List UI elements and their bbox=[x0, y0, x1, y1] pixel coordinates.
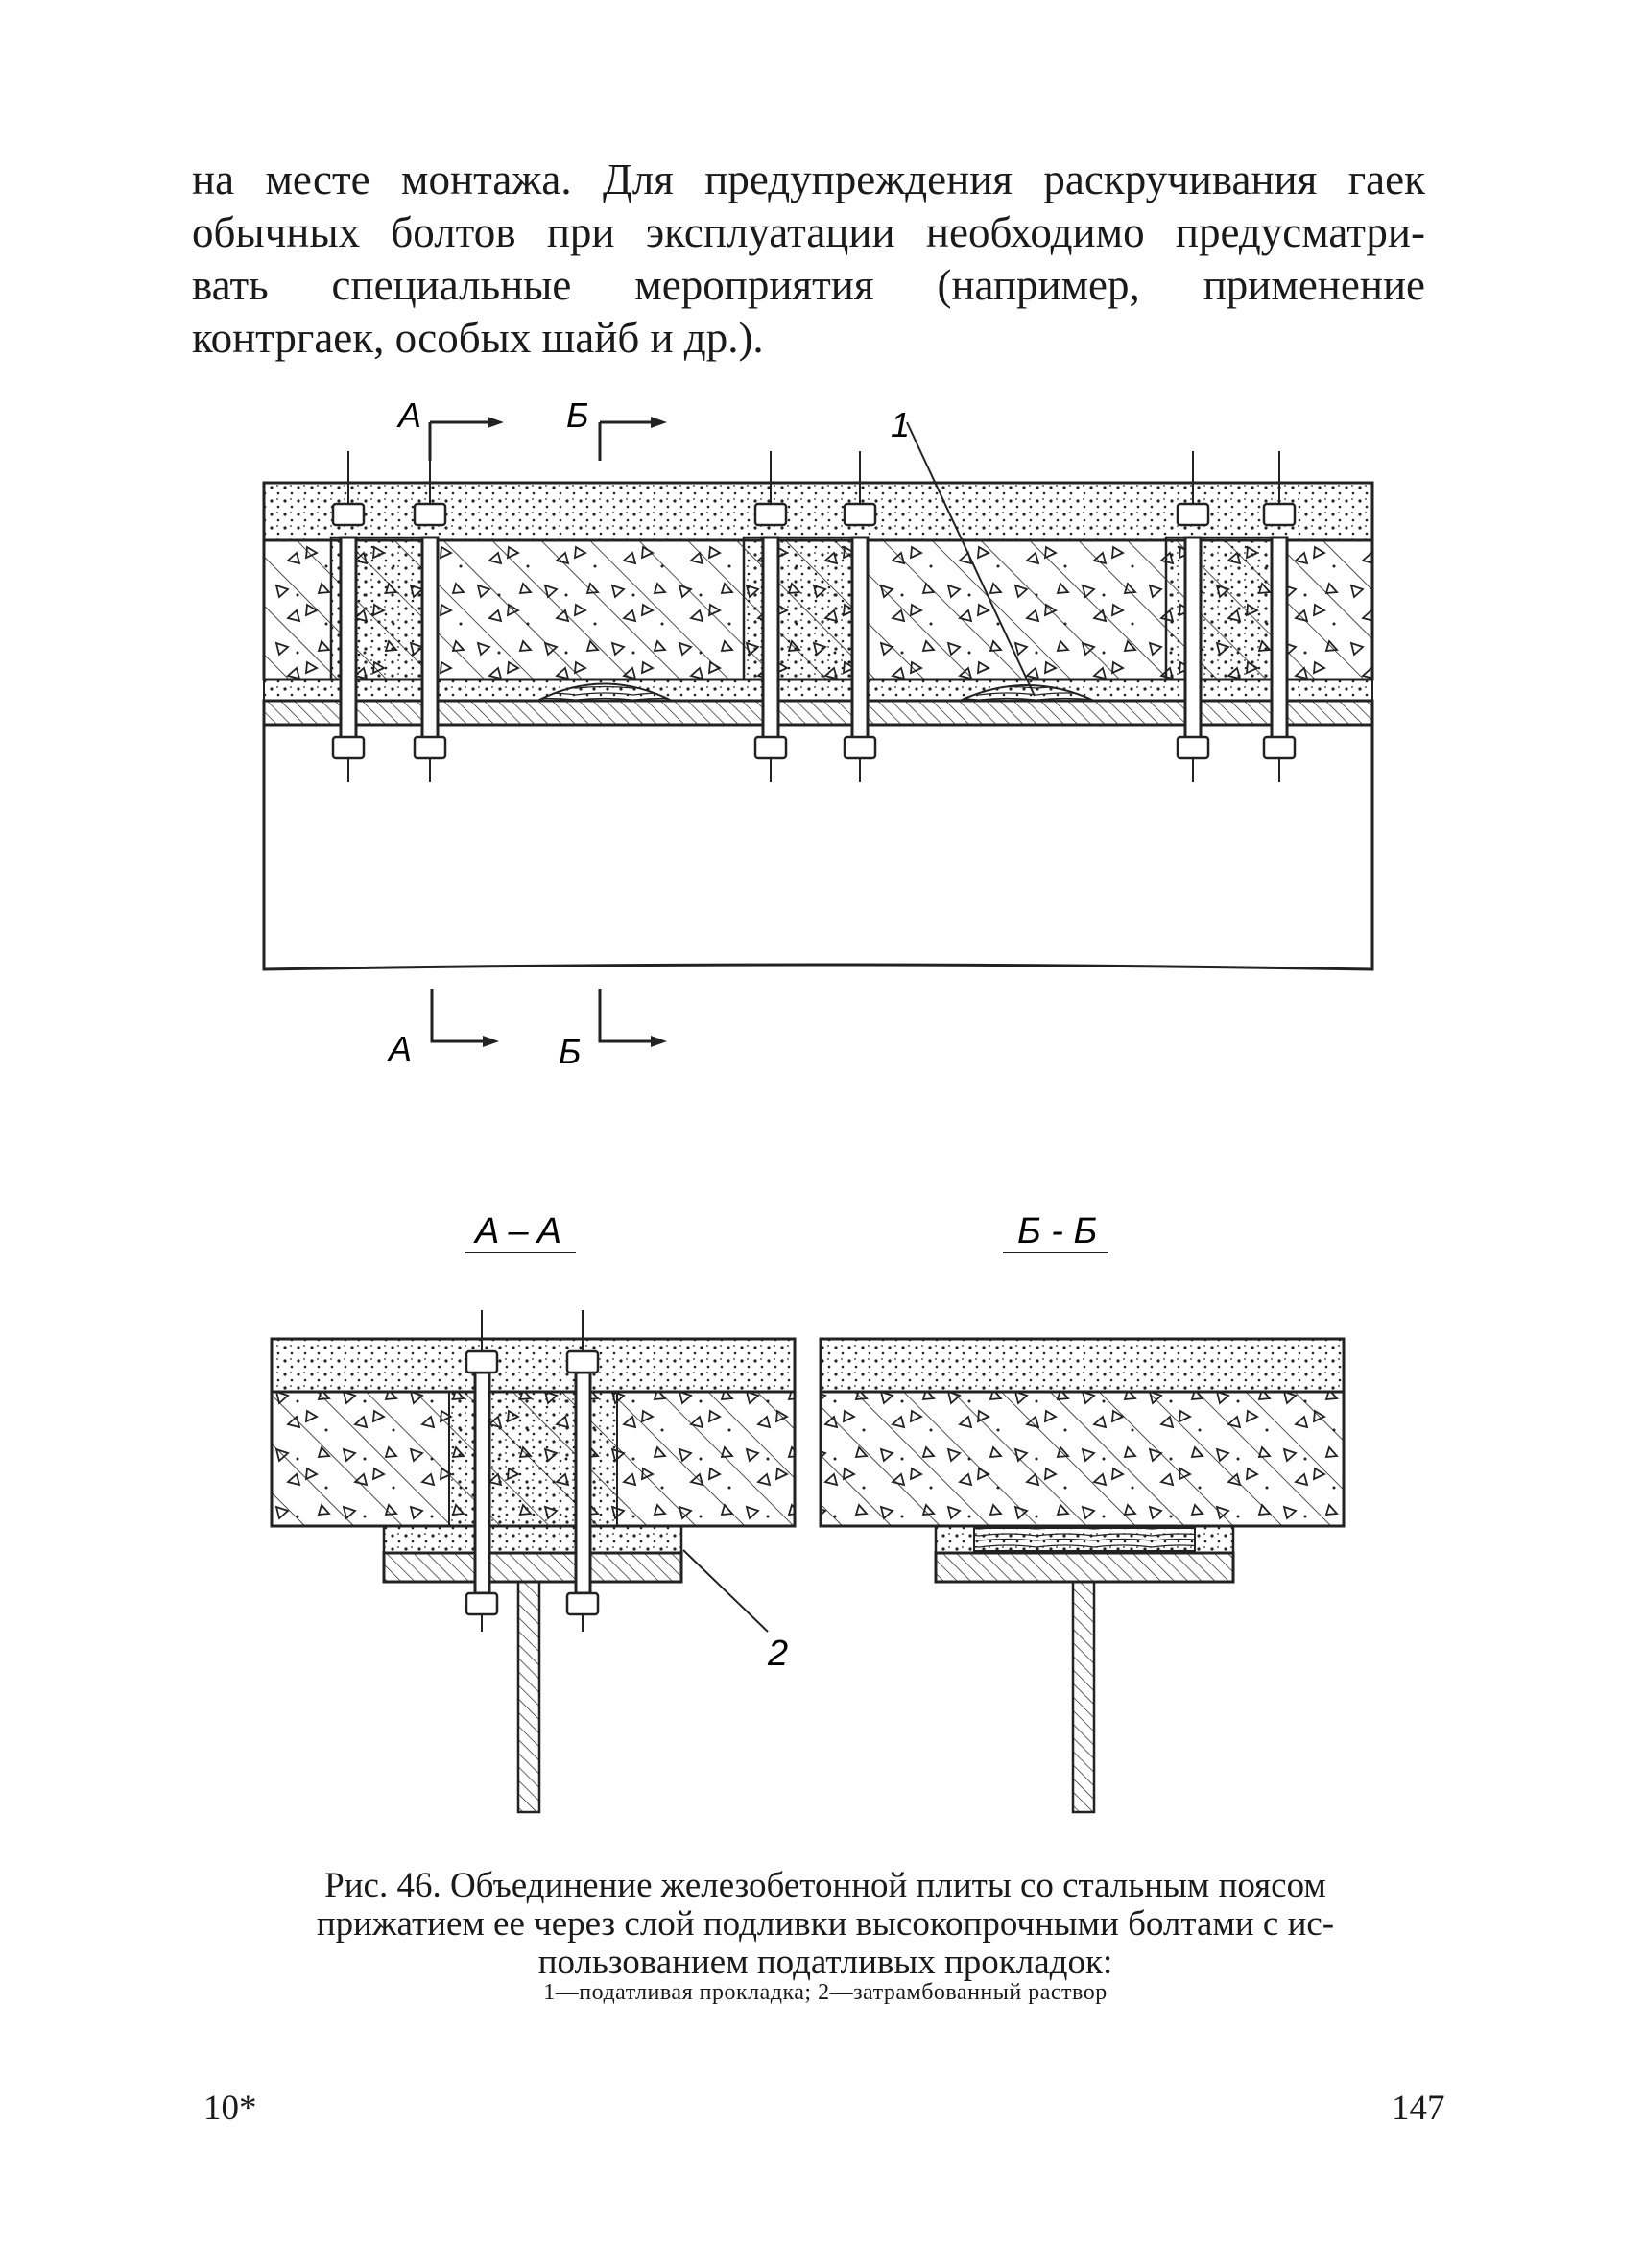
body-line: контргаек, особых шайб и др.). bbox=[192, 314, 764, 362]
body-line: обычных болтов при эксплуатации необходи… bbox=[192, 208, 1425, 256]
signature-mark: 10* bbox=[203, 2089, 257, 2128]
body-line: на месте монтажа. Для предупреждения рас… bbox=[192, 155, 1425, 203]
caption-line: Рис. 46. Объединение железобетонной плит… bbox=[324, 1866, 1326, 1905]
body-paragraph: на месте монтажа. Для предупреждения рас… bbox=[192, 154, 1425, 365]
section-mark-b-bottom: Б bbox=[559, 1032, 581, 1071]
callout-1: 1 bbox=[891, 405, 910, 444]
page-number: 147 bbox=[1392, 2089, 1445, 2128]
callout-2: 2 bbox=[767, 1634, 788, 1674]
figure-legend: 1—податливая прокладка; 2—затрамбованный… bbox=[543, 1980, 1108, 2005]
section-mark-a-bottom: A bbox=[387, 1029, 412, 1068]
figure-caption: Рис. 46. Объединение железобетонной плит… bbox=[259, 1867, 1392, 1982]
top-drawing: A Б 1 A Б bbox=[262, 395, 1374, 1071]
section-aa-drawing: 2 bbox=[270, 1310, 797, 1814]
section-title-bb: Б - Б bbox=[1017, 1211, 1097, 1252]
section-mark-b-top: Б bbox=[566, 395, 588, 435]
section-mark-a-top: A bbox=[396, 395, 421, 435]
caption-line: прижатием ее через слой подливки высокоп… bbox=[316, 1904, 1335, 1944]
section-title-aa: A – A bbox=[473, 1211, 561, 1252]
caption-line: пользованием податливых прокладок: bbox=[537, 1943, 1113, 1982]
section-bb-drawing bbox=[819, 1337, 1346, 1814]
body-line: вать специальные мероприятия (например, … bbox=[192, 261, 1425, 309]
